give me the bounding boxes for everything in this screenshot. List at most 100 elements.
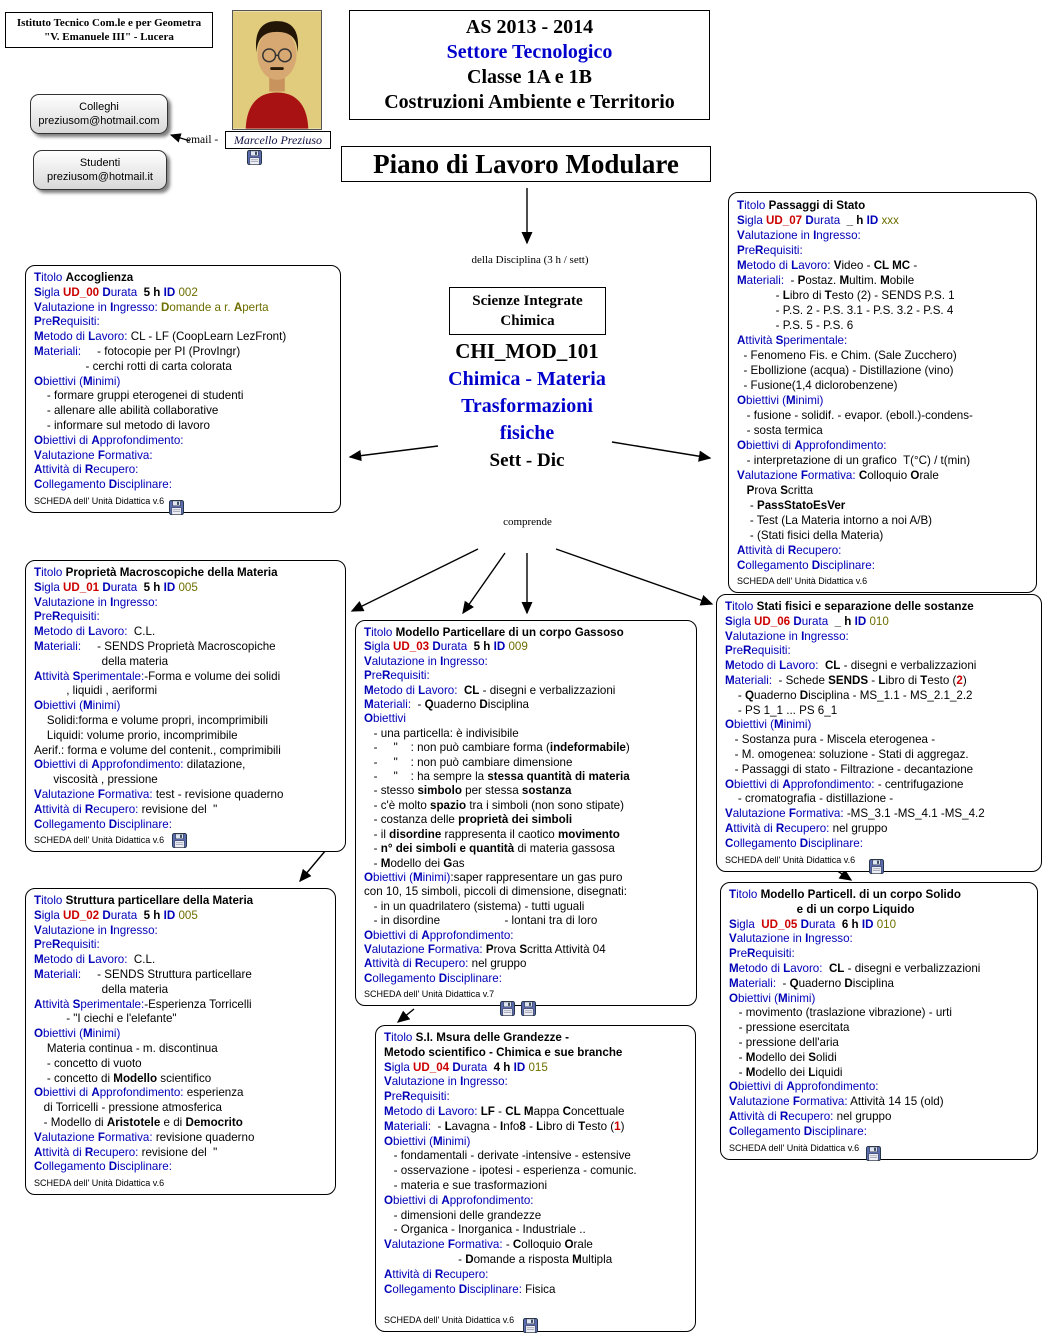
text-line: - "I ciechi e l'elefante"	[34, 1012, 177, 1026]
text-line: Sigla UD_01 Durata 5 h ID 005	[34, 580, 198, 594]
text-line: Materiali: - Postaz. Multim. Mobile	[737, 274, 915, 287]
text-line: Materiali: - fotocopie per PI (ProvIngr)	[34, 344, 241, 358]
institute-line-1: Istituto Tecnico Com.le e per Geometra	[16, 17, 202, 29]
subject-box[interactable]: Scienze Integrate Chimica	[449, 287, 606, 335]
text-line: della materia	[34, 654, 169, 668]
text-line: Titolo Struttura particellare della Mate…	[34, 894, 254, 907]
text-line: Collegamento Disciplinare:	[725, 836, 863, 850]
text-line: Materiali: - Schede SENDS - Libro di Tes…	[725, 673, 967, 687]
text-line: PreRequisiti:	[737, 244, 803, 257]
text-line: - Ebollizione (acqua) - Distillazione (v…	[737, 364, 954, 377]
text-line: Obiettivi di Approfondimento: dilatazion…	[34, 758, 246, 772]
text-line: - dimensioni delle grandezze	[384, 1208, 542, 1222]
text-line: Obiettivi	[364, 712, 406, 726]
text-line: Attività di Recupero: nel gruppo	[725, 821, 888, 835]
text-line: Valutazione Formativa:	[34, 448, 153, 462]
text-line: - in un quadrilatero (sistema) - tutti u…	[364, 899, 585, 913]
contact-card-studenti[interactable]: Studenti preziusom@hotmail.it	[33, 150, 167, 190]
module-period: Sett - Dic	[489, 450, 565, 471]
contact-email[interactable]: preziusom@hotmail.com	[38, 115, 160, 127]
contact-card-colleghi[interactable]: Colleghi preziusom@hotmail.com	[30, 94, 168, 134]
ud-box-proprieta-macroscopiche[interactable]: Titolo Proprietà Macroscopiche della Mat…	[25, 560, 346, 853]
text-line: Metodo di Lavoro: LF - CL Mappa Concettu…	[384, 1104, 625, 1118]
text-line: Sigla UD_03 Durata 5 h ID 009	[364, 640, 528, 654]
text-line: Attività Sperimentale:-Forma e volume de…	[34, 669, 281, 683]
ud-box-struttura-particellare[interactable]: Titolo Struttura particellare della Mate…	[25, 888, 336, 1196]
text-line: Materiali: - Quaderno Disciplina	[729, 976, 895, 990]
text-line: Metodo di Lavoro: CL - disegni e verbali…	[725, 659, 977, 673]
text-line: Attività di Recupero:	[384, 1267, 489, 1281]
text-line: Valutazione in Ingresso: Domande a r. Ap…	[34, 300, 269, 314]
save-floppy-icon[interactable]	[866, 1146, 882, 1162]
save-floppy-icon[interactable]	[169, 500, 185, 516]
module-subtitle-1: Chimica - Materia	[448, 368, 606, 390]
text-line: - osservazione - ipotesi - esperienza - …	[384, 1164, 637, 1178]
text-line: Collegamento Disciplinare:	[34, 478, 172, 492]
scheda-footer: SCHEDA dell' Unità Didattica v.6	[34, 495, 165, 506]
text-line: - fondamentali - derivate -intensive - e…	[384, 1149, 631, 1163]
text-line: viscosità , pressione	[34, 773, 158, 787]
text-line: Metodo di Lavoro: CL - disegni e verbali…	[729, 961, 981, 975]
year-header-box: AS 2013 - 2014 Settore Tecnologico Class…	[349, 10, 710, 120]
scheda-footer: SCHEDA dell' Unità Didattica v.6	[737, 576, 868, 586]
text-line: Valutazione Formativa: Prova Scritta Att…	[364, 942, 606, 956]
text-line: - n° dei simboli e quantità di materia g…	[364, 842, 615, 856]
text-line: Sigla UD_06 Durata _ h ID 010	[725, 614, 889, 628]
text-line: Obiettivi di Approfondimento:	[364, 928, 514, 942]
text-line: - il disordine rappresenta il caotico mo…	[364, 827, 620, 841]
text-line: - materia e sue trasformazioni	[384, 1178, 548, 1192]
text-line: Titolo Modello Particellare di un corpo …	[364, 626, 624, 639]
module-subtitle-2: Trasformazioni	[461, 395, 593, 417]
portrait-illustration	[233, 11, 321, 129]
text-line: Materiali: - SENDS Proprietà Macroscopic…	[34, 639, 276, 653]
text-line: di Torricelli - pressione atmosferica	[34, 1101, 222, 1115]
text-line: Attività di Recupero:	[34, 463, 139, 477]
text-line: - PS 1_1 ... PS 6_1	[725, 703, 838, 717]
text-line: - formare gruppi eterogenei di studenti	[34, 389, 244, 403]
text-line: - c'è molto spazio tra i simboli (non so…	[364, 798, 624, 812]
text-line: Valutazione Formativa: Attività 14 15 (o…	[729, 1095, 944, 1109]
text-line: Obiettivi di Approfondimento:	[729, 1080, 879, 1094]
discipline-note: della Disciplina (3 h / sett)	[471, 254, 589, 266]
text-line: - una particella: è indivisibile	[364, 726, 519, 740]
text-line: - pressione esercitata	[729, 1021, 850, 1035]
text-line: Sigla UD_02 Durata 5 h ID 005	[34, 908, 198, 922]
text-line: - Test (La Materia intorno a noi A/B)	[737, 514, 933, 527]
text-line: Valutazione in Ingresso:	[384, 1075, 508, 1089]
text-line: Attività di Recupero:	[737, 544, 842, 557]
save-floppy-icon[interactable]	[247, 150, 263, 166]
text-line: Metodo scientifico - Chimica e sue branc…	[384, 1045, 623, 1059]
text-line: - fusione - solidif. - evapor. (eboll.)-…	[737, 409, 973, 422]
text-line: Collegamento Disciplinare:	[364, 971, 502, 985]
contact-label: Studenti	[79, 157, 121, 169]
text-line: - pressione dell'aria	[729, 1035, 839, 1049]
text-line: Sigla UD_07 Durata _ h ID xxx	[737, 214, 899, 227]
text-line: - Modello dei Liquidi	[729, 1065, 843, 1079]
subject-line-1: Scienze Integrate	[472, 293, 583, 309]
text-line: - " : non può cambiare dimensione	[364, 755, 573, 769]
text-line: Obiettivi di Approfondimento:	[34, 433, 184, 447]
save-floppy-icon[interactable]	[523, 1318, 539, 1334]
save-floppy-icon[interactable]	[521, 1001, 537, 1017]
text-line: Metodo di Lavoro: CL - LF (CoopLearn Lez…	[34, 330, 287, 344]
text-line: - Modello di Aristotele e di Democrito	[34, 1115, 243, 1129]
text-line	[384, 1297, 687, 1312]
save-floppy-icon[interactable]	[869, 859, 885, 875]
text-line: Prova Scritta	[746, 484, 814, 497]
scheda-footer: SCHEDA dell' Unità Didattica v.6	[384, 1315, 515, 1326]
institute-box: Istituto Tecnico Com.le e per Geometra "…	[5, 12, 213, 48]
text-line: , liquidi , aeriformi	[34, 684, 158, 698]
ud-box-si-misura-grandezze[interactable]: Titolo S.I. Msura delle Grandezze -Metod…	[375, 1025, 696, 1333]
contact-email[interactable]: preziusom@hotmail.it	[47, 171, 153, 183]
text-line: - Modello dei Solidi	[729, 1050, 837, 1064]
ud-box-modello-solido-liquido[interactable]: Titolo Modello Particell. di un corpo So…	[720, 882, 1038, 1160]
text-line: Titolo Modello Particell. di un corpo So…	[729, 888, 961, 901]
save-floppy-icon[interactable]	[172, 833, 188, 849]
ud-box-modello-gassoso[interactable]: Titolo Modello Particellare di un corpo …	[355, 620, 697, 1007]
save-floppy-icon[interactable]	[500, 1001, 516, 1017]
text-line: Obiettivi di Approfondimento:	[737, 439, 887, 452]
text-line: - Fusione(1,4 diclorobenzene)	[737, 379, 898, 392]
ud-box-stati-fisici-separazione[interactable]: Titolo Stati fisici e separazione delle …	[716, 594, 1042, 872]
